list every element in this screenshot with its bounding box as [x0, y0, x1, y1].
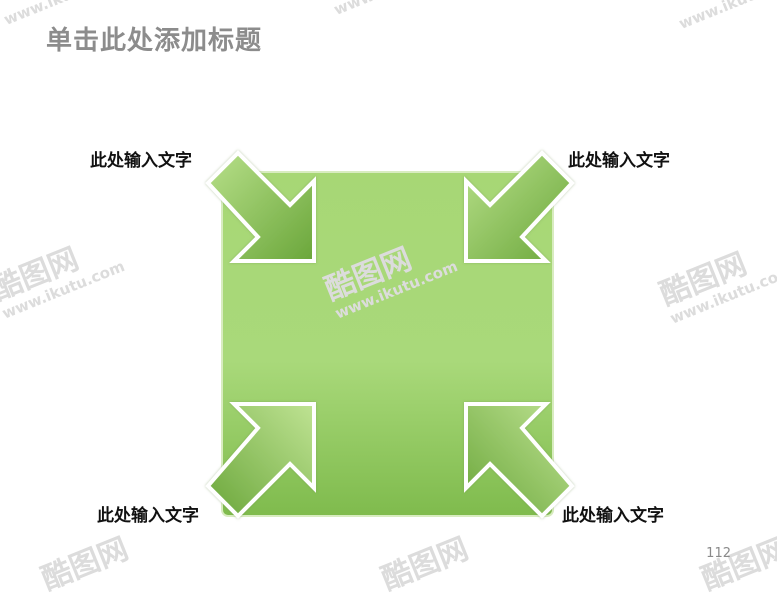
arrow-top-left-icon [205, 150, 316, 263]
arrow-bottom-right-icon [464, 402, 575, 519]
page-number: 112 [706, 546, 731, 561]
arrow-bottom-left-icon [205, 402, 316, 519]
label-bottom-left[interactable]: 此处输入文字 [97, 506, 199, 526]
slide-title[interactable]: 单击此处添加标题 [46, 26, 263, 56]
arrow-top-right-icon [464, 150, 575, 263]
four-arrow-diagram [205, 150, 575, 519]
label-top-left[interactable]: 此处输入文字 [90, 151, 192, 171]
label-bottom-right[interactable]: 此处输入文字 [562, 506, 664, 526]
label-top-right[interactable]: 此处输入文字 [568, 151, 670, 171]
